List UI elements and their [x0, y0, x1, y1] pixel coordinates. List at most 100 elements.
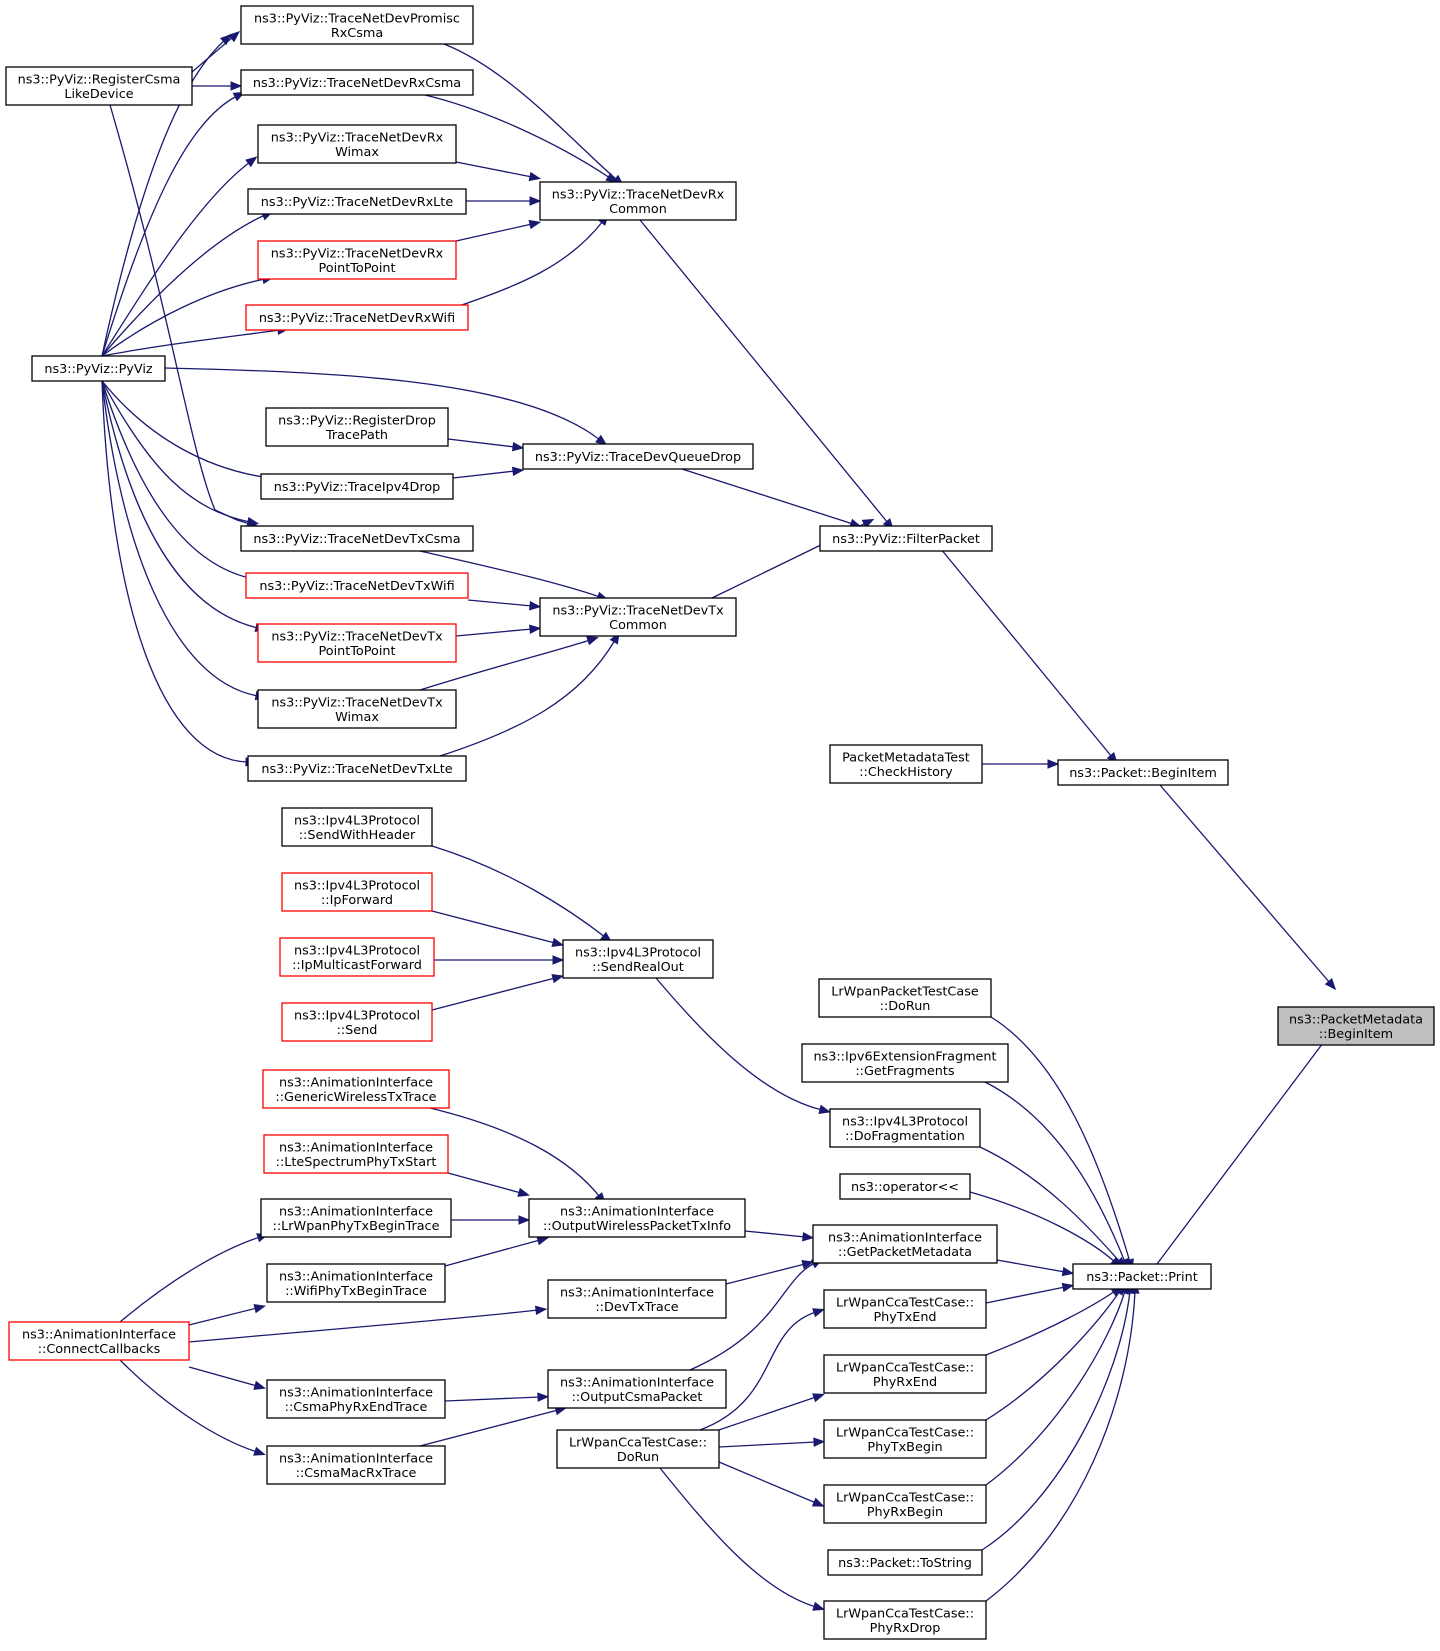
- node-label: ns3::Ipv4L3Protocol: [294, 878, 420, 893]
- arrowhead: [253, 1380, 267, 1390]
- node-cca-dorun[interactable]: LrWpanCcaTestCase::DoRun: [556, 1429, 720, 1469]
- node-rx-csma[interactable]: ns3::PyViz::TraceNetDevRxCsma: [240, 69, 474, 96]
- node-wireless-tx[interactable]: ns3::AnimationInterface::OutputWirelessP…: [528, 1198, 746, 1238]
- node-label: Common: [609, 618, 667, 633]
- node-to-string[interactable]: ns3::Packet::ToString: [827, 1549, 983, 1576]
- node-label: ::IpForward: [321, 893, 393, 908]
- node-csma-mac-rx[interactable]: ns3::AnimationInterface::CsmaMacRxTrace: [266, 1445, 446, 1485]
- node-send[interactable]: ns3::Ipv4L3Protocol::Send: [281, 1002, 433, 1042]
- node-label: ns3::PyViz::TraceNetDevRxLte: [261, 195, 454, 210]
- edge-ipv4_drop-to-queue_drop: [452, 466, 525, 479]
- edge-tx_wimax-to-tx_common: [419, 636, 599, 691]
- node-lte-spectrum[interactable]: ns3::AnimationInterface::LteSpectrumPhyT…: [263, 1134, 449, 1174]
- edge-send_real_out-to-do_frag: [655, 977, 832, 1115]
- edge-phy_tx_end-to-print: [985, 1282, 1075, 1304]
- node-label: ns3::Packet::ToString: [838, 1556, 972, 1571]
- node-tx-csma[interactable]: ns3::PyViz::TraceNetDevTxCsma: [240, 525, 474, 552]
- edge-phy_tx_begin-to-print: [985, 1283, 1126, 1421]
- node-lrwpan-phy-tx[interactable]: ns3::AnimationInterface::LrWpanPhyTxBegi…: [260, 1198, 452, 1238]
- node-label: ns3::PyViz::TraceIpv4Drop: [274, 480, 441, 495]
- edge-register_csma-to-tx_csma: [109, 104, 259, 528]
- node-send-real-out[interactable]: ns3::Ipv4L3Protocol::SendRealOut: [562, 939, 714, 979]
- node-ipv6-frag[interactable]: ns3::Ipv6ExtensionFragment::GetFragments: [801, 1043, 1009, 1083]
- node-wifi-phy-tx[interactable]: ns3::AnimationInterface::WifiPhyTxBeginT…: [266, 1263, 446, 1303]
- edge-wireless_tx-to-get_meta: [744, 1230, 815, 1242]
- node-lrwpan-packet[interactable]: LrWpanPacketTestCase::DoRun: [818, 978, 992, 1018]
- node-label: ns3::operator<<: [851, 1180, 959, 1195]
- node-phy-tx-end[interactable]: LrWpanCcaTestCase::PhyTxEnd: [823, 1289, 987, 1329]
- edge-connect_cb-to-csma_mac_rx: [119, 1359, 266, 1456]
- node-label: Common: [609, 202, 667, 217]
- node-rx-wifi[interactable]: ns3::PyViz::TraceNetDevRxWifi: [245, 304, 469, 331]
- arrowhead: [551, 974, 565, 984]
- node-label: ns3::Ipv4L3Protocol: [575, 945, 701, 960]
- edge-phy_rx_end-to-print: [985, 1285, 1123, 1356]
- node-label: Wimax: [335, 145, 379, 160]
- node-label: ns3::PyViz::TraceNetDevRx: [271, 130, 444, 145]
- arrowhead: [551, 937, 565, 947]
- edge-rx_lte-to-rx_common: [466, 196, 542, 206]
- node-label: PhyRxBegin: [867, 1505, 943, 1520]
- node-phy-rx-drop[interactable]: LrWpanCcaTestCase::PhyRxDrop: [823, 1600, 987, 1640]
- node-label: ns3::Ipv4L3Protocol: [294, 943, 420, 958]
- node-label: ns3::Packet::Print: [1086, 1270, 1197, 1285]
- node-label: TracePath: [325, 428, 388, 443]
- edge-rx_wimax-to-rx_common: [455, 161, 542, 182]
- node-dev-tx[interactable]: ns3::AnimationInterface::DevTxTrace: [547, 1279, 727, 1319]
- node-phy-rx-begin[interactable]: LrWpanCcaTestCase::PhyRxBegin: [823, 1484, 987, 1524]
- edge-begin_item-to-target: [1159, 784, 1337, 991]
- node-ip-forward[interactable]: ns3::Ipv4L3Protocol::IpForward: [281, 872, 433, 912]
- node-output-csma[interactable]: ns3::AnimationInterface::OutputCsmaPacke…: [547, 1369, 727, 1409]
- node-get-meta[interactable]: ns3::AnimationInterface::GetPacketMetada…: [812, 1224, 998, 1264]
- node-connect-cb[interactable]: ns3::AnimationInterface::ConnectCallback…: [8, 1321, 190, 1361]
- node-check-history[interactable]: PacketMetadataTest::CheckHistory: [829, 744, 983, 784]
- node-tx-lte[interactable]: ns3::PyViz::TraceNetDevTxLte: [247, 755, 467, 782]
- node-send-header[interactable]: ns3::Ipv4L3Protocol::SendWithHeader: [281, 807, 433, 847]
- node-phy-rx-end[interactable]: LrWpanCcaTestCase::PhyRxEnd: [823, 1354, 987, 1394]
- node-ipv4-drop[interactable]: ns3::PyViz::TraceIpv4Drop: [260, 473, 454, 500]
- node-csma-phy-rx[interactable]: ns3::AnimationInterface::CsmaPhyRxEndTra…: [266, 1379, 446, 1419]
- edge-pyviz-to-rx_csma: [101, 91, 246, 357]
- node-label: ::DoRun: [880, 999, 931, 1014]
- node-generic-wireless[interactable]: ns3::AnimationInterface::GenericWireless…: [262, 1069, 450, 1109]
- edge-lrwpan_phy_tx-to-wireless_tx: [451, 1215, 531, 1225]
- node-label: ns3::PyViz::TraceNetDevRxWifi: [259, 311, 455, 326]
- arrowhead: [537, 1392, 550, 1402]
- node-target: ns3::PacketMetadata::BeginItem: [1277, 1006, 1435, 1046]
- node-queue-drop[interactable]: ns3::PyViz::TraceDevQueueDrop: [522, 443, 754, 470]
- node-operator[interactable]: ns3::operator<<: [839, 1173, 971, 1200]
- node-label: ::SendWithHeader: [299, 828, 416, 843]
- edge-phy_rx_begin-to-print: [985, 1282, 1129, 1486]
- edge-tx_p2p-to-tx_common: [455, 624, 542, 637]
- node-tx-wifi[interactable]: ns3::PyViz::TraceNetDevTxWifi: [245, 572, 469, 599]
- node-label: DoRun: [617, 1450, 659, 1465]
- arrowhead: [813, 1437, 826, 1447]
- node-pyviz[interactable]: ns3::PyViz::PyViz: [31, 355, 166, 382]
- node-filter-packet[interactable]: ns3::PyViz::FilterPacket: [819, 525, 993, 552]
- node-label: ns3::PyViz::TraceNetDevTx: [271, 695, 443, 710]
- arrowhead: [529, 601, 542, 611]
- arrowhead: [811, 1497, 825, 1507]
- node-label: ns3::Packet::BeginItem: [1069, 766, 1217, 781]
- node-label: ::OutputCsmaPacket: [572, 1390, 703, 1405]
- node-begin-item[interactable]: ns3::Packet::BeginItem: [1057, 759, 1229, 786]
- edge-pyviz-to-rx_wifi: [101, 325, 290, 357]
- node-label: Wimax: [335, 710, 379, 725]
- node-rx-lte[interactable]: ns3::PyViz::TraceNetDevRxLte: [247, 188, 467, 215]
- node-print[interactable]: ns3::Packet::Print: [1072, 1263, 1212, 1290]
- node-phy-tx-begin[interactable]: LrWpanCcaTestCase::PhyTxBegin: [823, 1419, 987, 1459]
- edge-cca_dorun-to-phy_rx_drop: [659, 1467, 825, 1611]
- node-do-frag[interactable]: ns3::Ipv4L3Protocol::DoFragmentation: [829, 1108, 981, 1148]
- node-label: ns3::PyViz::RegisterDrop: [278, 413, 436, 428]
- node-ip-mcast[interactable]: ns3::Ipv4L3Protocol::IpMulticastForward: [279, 937, 435, 977]
